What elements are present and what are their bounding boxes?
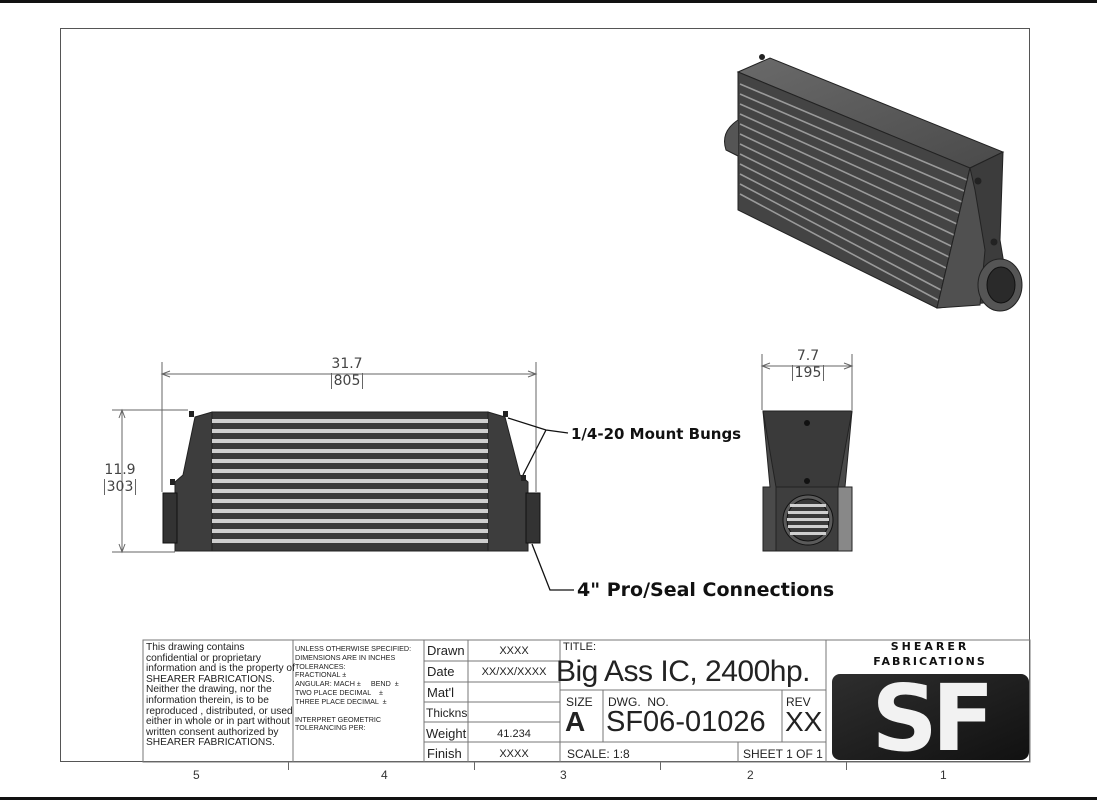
logo-text: SF xyxy=(871,665,988,772)
front-bung xyxy=(170,479,175,485)
side-bung xyxy=(804,478,810,484)
front-left-tank xyxy=(174,411,213,552)
side-outlet-fins xyxy=(787,504,829,535)
connections-callout: 4" Pro/Seal Connections xyxy=(577,579,835,601)
zone-tick xyxy=(660,762,661,770)
size-label: SIZE xyxy=(566,695,593,709)
front-view xyxy=(162,411,541,552)
side-right-strip xyxy=(837,486,853,552)
zone-label-4: 4 xyxy=(381,768,388,782)
zone-label-3: 3 xyxy=(560,768,567,782)
spec-line: FRACTIONAL ± xyxy=(295,670,347,680)
mount-bungs-callout: 1/4-20 Mount Bungs xyxy=(571,425,742,443)
weight-value: 41.234 xyxy=(497,728,531,740)
iso-outlet-bore xyxy=(986,266,1016,304)
front-width-mm: 805 xyxy=(330,373,364,389)
side-width-inches: 7.7 xyxy=(796,348,820,364)
sheet-text: SHEET 1 OF 1 xyxy=(743,747,823,761)
isometric-view xyxy=(724,54,1023,312)
spec-line: UNLESS OTHERWISE SPECIFIED: xyxy=(295,644,412,653)
iso-inlet-hint xyxy=(724,119,739,157)
weight-label: Weight xyxy=(426,726,467,741)
front-width-inches: 31.7 xyxy=(331,356,363,372)
front-bung xyxy=(521,475,526,481)
thickness-label: Thickns xyxy=(426,706,468,720)
zone-label-5: 5 xyxy=(193,768,200,782)
drawing-number: SF06-01026 xyxy=(606,706,766,738)
company-name-line2: FABRICATIONS xyxy=(873,655,987,668)
front-right-tank xyxy=(487,411,529,552)
tolerance-spec: UNLESS OTHERWISE SPECIFIED: DIMENSIONS A… xyxy=(295,644,425,733)
drawing-title: Big Ass IC, 2400hp. xyxy=(556,655,811,688)
date-value: XX/XX/XXXX xyxy=(481,666,547,678)
spec-line: TOLERANCES: xyxy=(295,661,346,671)
zone-tick xyxy=(288,762,289,770)
company-logo: SF xyxy=(832,665,1029,772)
finish-value: XXXX xyxy=(499,748,529,760)
logo-background xyxy=(832,674,1029,760)
side-width-dimension: 7.7 195 xyxy=(774,348,842,381)
side-view xyxy=(762,410,853,552)
zone-label-1: 1 xyxy=(940,768,947,782)
material-label: Mat'l xyxy=(427,685,455,700)
side-dimension-lines xyxy=(760,354,854,410)
front-bung xyxy=(503,411,508,417)
front-left-connection xyxy=(162,492,178,544)
zone-tick xyxy=(846,762,847,770)
spec-line: THREE PLACE DECIMAL ± xyxy=(295,696,387,706)
iso-bung xyxy=(974,177,982,185)
front-bung xyxy=(189,411,194,417)
spec-line: ANGULAR: MACH ± BEND ± xyxy=(295,679,399,689)
front-height-mm: 303 xyxy=(103,479,137,495)
zone-tick xyxy=(474,762,475,770)
scale-text: SCALE: 1:8 xyxy=(567,747,630,761)
revision-label: REV xyxy=(786,695,811,709)
drawn-value: XXXX xyxy=(499,645,529,657)
size-value: A xyxy=(565,706,586,737)
title-block-grid xyxy=(142,639,1031,763)
title-label: TITLE: xyxy=(563,641,597,653)
finish-label: Finish xyxy=(427,746,462,761)
spec-line: INTERPRET GEOMETRIC xyxy=(295,714,382,724)
iso-fins xyxy=(739,83,968,301)
front-fins xyxy=(212,419,488,543)
side-bung xyxy=(804,420,810,426)
revision-value: XX xyxy=(785,706,823,737)
bottom-edge-bar xyxy=(0,797,1097,800)
drawing-number-label: DWG. NO. xyxy=(608,695,669,709)
leader-lines xyxy=(507,417,574,591)
front-right-connection xyxy=(525,492,541,544)
front-width-dimension: 31.7 805 xyxy=(312,356,382,389)
company-name-line1: SHEARER xyxy=(891,640,970,653)
iso-end-tank-side xyxy=(936,167,986,309)
spec-line: DIMENSIONS ARE IN INCHES xyxy=(295,652,396,662)
spec-line: TWO PLACE DECIMAL ± xyxy=(295,687,383,697)
spec-line: TOLERANCING PER: xyxy=(295,723,366,733)
confidentiality-notice: This drawing contains confidential or pr… xyxy=(146,642,295,749)
side-width-mm: 195 xyxy=(791,365,825,381)
date-label: Date xyxy=(427,664,455,679)
drawn-label: Drawn xyxy=(427,643,465,658)
iso-bung xyxy=(759,54,765,60)
front-height-inches: 11.9 xyxy=(104,462,136,478)
iso-bung xyxy=(990,238,998,246)
front-height-dimension: 11.9 303 xyxy=(94,462,146,495)
zone-label-2: 2 xyxy=(747,768,754,782)
top-edge-bar xyxy=(0,0,1097,3)
